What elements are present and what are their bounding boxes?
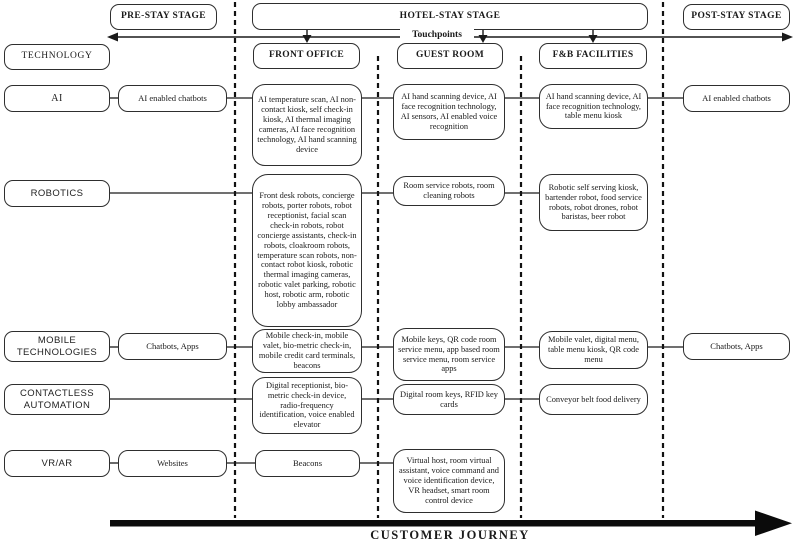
robotics-front-office-box: Front desk robots, concierge robots, por… [252,174,362,327]
customer-journey-arrow [110,510,792,536]
mobile-fb-box: Mobile valet, digital menu, table menu k… [539,331,648,369]
stage-header-poststay: POST-STAY STAGE [683,4,790,30]
customer-journey-label: CUSTOMER JOURNEY [370,528,530,542]
row-label-robotics: ROBOTICS [4,180,110,207]
mobile-front-office-box: Mobile check-in, mobile valet, bio-metri… [252,329,362,373]
mobile-poststay-box: Chatbots, Apps [683,333,790,360]
column-header-guest-room: GUEST ROOM [397,43,503,69]
contactless-fb-box: Conveyor belt food delivery [539,384,648,415]
column-header-front-office: FRONT OFFICE [253,43,360,69]
contactless-front-office-box: Digital receptionist, bio-metric check-i… [252,377,362,434]
stage-separators [233,2,665,518]
row-label-ai: AI [4,85,110,112]
technology-header: TECHNOLOGY [4,44,110,70]
stage-header-prestay: PRE-STAY STAGE [110,4,217,30]
vrar-guest-room-box: Virtual host, room virtual assistant, vo… [393,449,505,513]
stage-header-hotelstay: HOTEL-STAY STAGE [252,3,648,30]
touchpoints-label: Touchpoints [400,29,474,42]
mobile-prestay-box: Chatbots, Apps [118,333,227,360]
row-label-mobile-technologies: MOBILE TECHNOLOGIES [4,331,110,362]
vrar-prestay-box: Websites [118,450,227,477]
column-header-fb-facilities: F&B FACILITIES [539,43,647,69]
row-label-vrar: VR/AR [4,450,110,477]
ai-poststay-box: AI enabled chatbots [683,85,790,112]
robotics-fb-box: Robotic self serving kiosk, bartender ro… [539,174,648,231]
vrar-front-office-box: Beacons [255,450,360,477]
contactless-guest-room-box: Digital room keys, RFID key cards [393,384,505,415]
mobile-guest-room-box: Mobile keys, QR code room service menu, … [393,328,505,381]
row-label-contactless-automation: CONTACTLESS AUTOMATION [4,384,110,415]
ai-fb-box: AI hand scanning device, AI face recogni… [539,84,648,129]
stage-to-column-arrows [302,29,598,43]
ai-guest-room-box: AI hand scanning device, AI face recogni… [393,84,505,140]
robotics-guest-room-box: Room service robots, room cleaning robot… [393,176,505,206]
ai-front-office-box: AI temperature scan, AI non-contact kios… [252,84,362,166]
ai-prestay-box: AI enabled chatbots [118,85,227,112]
